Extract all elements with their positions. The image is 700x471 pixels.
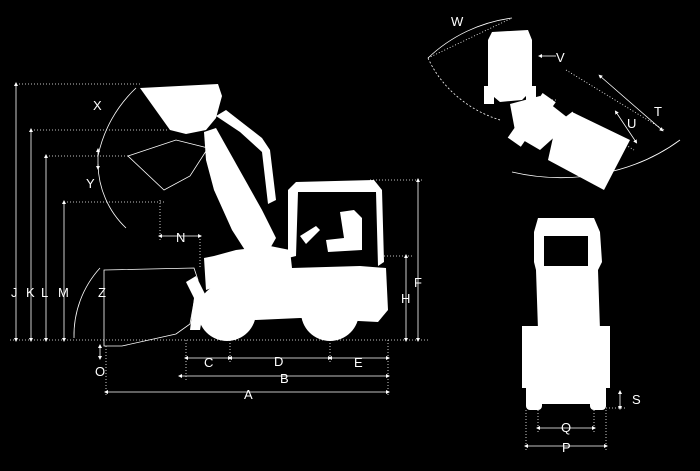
label-h: H	[401, 291, 410, 306]
label-c: C	[204, 355, 213, 370]
seat	[326, 210, 362, 252]
turning-arc-inner	[427, 57, 501, 121]
label-v: V	[556, 50, 565, 65]
front-bucket	[522, 326, 610, 388]
bucket-cylinder	[186, 276, 206, 330]
top-rear-frame	[488, 30, 532, 102]
label-q: Q	[561, 420, 571, 435]
label-x: X	[93, 98, 102, 113]
label-u: U	[627, 116, 636, 131]
front-view	[522, 218, 610, 410]
top-rear-wheel-l	[484, 86, 494, 104]
label-y: Y	[86, 176, 95, 191]
label-d: D	[274, 354, 283, 369]
label-n: N	[176, 230, 185, 245]
side-dimension-lines	[10, 82, 430, 396]
arc-z	[73, 267, 101, 339]
arc-y	[97, 163, 127, 229]
front-window	[544, 236, 588, 266]
label-l: L	[41, 285, 48, 300]
top-front-wheel-l	[507, 121, 533, 147]
label-e: E	[354, 355, 363, 370]
side-view	[103, 84, 388, 347]
front-cab	[534, 218, 602, 330]
label-k: K	[26, 285, 35, 300]
label-p: P	[562, 440, 571, 455]
turning-arc-outer	[427, 17, 513, 59]
label-t: T	[654, 104, 662, 119]
front-dimension-lines	[524, 390, 626, 450]
label-m: M	[58, 285, 69, 300]
front-wheel	[198, 283, 256, 341]
arc-x	[97, 87, 137, 157]
bucket-cylinder-rod	[204, 256, 218, 290]
top-front-wheel-r	[532, 93, 556, 117]
steering-column	[300, 226, 320, 244]
cab	[288, 180, 384, 266]
top-rear-wheel-r	[526, 86, 536, 104]
front-wheel-right	[590, 384, 606, 410]
rear-wheel	[301, 283, 359, 341]
tilt-cylinder	[216, 110, 276, 204]
label-b: B	[280, 371, 289, 386]
mid-bucket-outline	[127, 139, 209, 191]
raised-bucket	[140, 84, 222, 134]
label-s: S	[632, 392, 641, 407]
lowered-bucket-outline	[103, 267, 199, 347]
label-w: W	[451, 14, 464, 29]
label-f: F	[414, 275, 422, 290]
front-wheel-left	[526, 384, 542, 410]
top-view: W V U T	[427, 14, 681, 190]
label-o: O	[95, 364, 105, 379]
front-axle	[540, 388, 592, 404]
label-j: J	[11, 285, 18, 300]
boom-arm	[204, 128, 276, 258]
top-bucket	[548, 112, 630, 190]
label-z: Z	[98, 285, 106, 300]
label-a: A	[244, 387, 253, 402]
